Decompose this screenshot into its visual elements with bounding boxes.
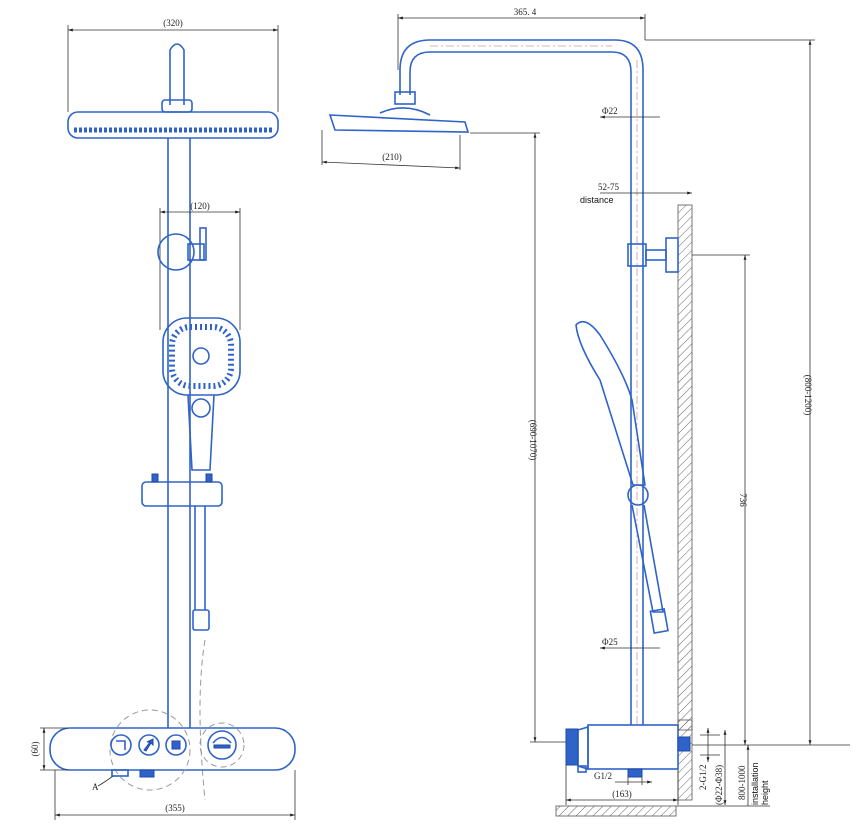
dim-head-diameter: (210) <box>382 152 402 162</box>
slider-front <box>141 473 223 507</box>
mixer-body-side <box>565 719 693 778</box>
dim-panel-height: (60) <box>30 742 40 757</box>
label-height: height <box>760 780 770 805</box>
dim-install-height: 800-1000 <box>737 765 747 800</box>
dim-inlet-cover: (Φ22-Φ38) <box>714 765 724 805</box>
overhead-shower-front <box>67 43 279 139</box>
dim-arm-length: 365. 4 <box>514 7 537 17</box>
shower-arm-side <box>394 39 644 725</box>
side-view: 365. 4 (210) Φ22 52-75 distance Φ25 <box>321 7 850 817</box>
button-hand-shower-icon <box>138 734 160 756</box>
wall-bracket-side <box>627 237 679 273</box>
dim-pipe-diameter-bottom: Φ25 <box>602 637 618 647</box>
temperature-knob-icon <box>207 730 237 760</box>
hand-shower-front <box>162 317 241 471</box>
floor-hatch <box>555 805 677 817</box>
dim-adjust-range: (690-1070) <box>528 420 538 461</box>
wall-hatch <box>677 204 693 801</box>
wall-bracket-front <box>157 227 207 271</box>
label-installation: installation <box>750 762 760 805</box>
dim-distance: 52-75 <box>598 182 619 192</box>
label-a: A <box>92 782 99 792</box>
label-distance: distance <box>580 195 614 205</box>
thermostatic-panel-front <box>49 709 296 791</box>
button-spout-icon <box>165 734 187 756</box>
dim-head-width: (320) <box>163 18 183 28</box>
hose-front <box>192 506 210 801</box>
riser-pipe-front <box>167 138 191 728</box>
dim-panel-width: (355) <box>165 803 185 813</box>
front-view: (320) (120) <box>30 18 296 820</box>
button-top-shower-icon <box>110 734 132 756</box>
overhead-shower-side <box>328 107 470 133</box>
dim-arm-reach: (120) <box>190 201 210 211</box>
dim-bracket-height: 736 <box>738 493 748 507</box>
dim-pipe-diameter-top: Φ22 <box>602 106 618 116</box>
dim-total-height: (800-1200) <box>803 375 813 416</box>
dim-mixer-depth: (163) <box>612 789 632 799</box>
dim-inlet-thread: 2-G1/2 <box>698 765 708 791</box>
dim-outlet-thread: G1/2 <box>594 771 612 781</box>
hand-shower-side <box>575 320 669 634</box>
